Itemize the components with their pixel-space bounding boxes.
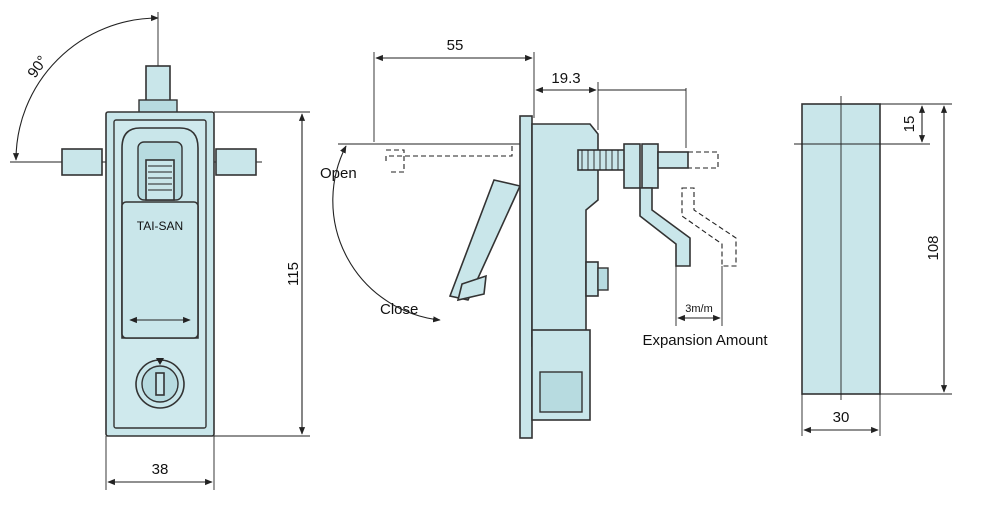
key-indicator-icon bbox=[156, 358, 164, 365]
mounting-flange bbox=[519, 115, 533, 439]
front-view: 90° TAI-SAN bbox=[10, 12, 310, 490]
expansion-label: Expansion Amount bbox=[642, 332, 768, 349]
side-view: 55 19.3 Open Close bbox=[320, 37, 768, 439]
side-nut bbox=[585, 261, 599, 297]
handle-closed bbox=[448, 179, 522, 301]
handle-grip bbox=[121, 201, 199, 339]
latch-grip bbox=[145, 159, 175, 201]
top-label: 15 bbox=[901, 116, 918, 133]
cam-block bbox=[539, 371, 583, 413]
expansion-small-label: 3m/m bbox=[685, 303, 713, 315]
handle-closed-tip bbox=[456, 274, 487, 302]
width-label: 38 bbox=[152, 461, 169, 478]
side-bolt bbox=[597, 267, 609, 291]
end-width-label: 30 bbox=[833, 409, 850, 426]
rotation-arc bbox=[12, 14, 159, 161]
angle-label: 90° bbox=[24, 53, 51, 81]
handle-left bbox=[61, 148, 103, 176]
keyhole-icon bbox=[155, 372, 165, 396]
rod-end bbox=[657, 151, 689, 169]
offset-label: 19.3 bbox=[551, 70, 580, 87]
end-height-label: 108 bbox=[925, 235, 942, 260]
handle-open-tip bbox=[386, 149, 405, 173]
nut-1 bbox=[623, 143, 641, 189]
nut-2 bbox=[641, 143, 659, 189]
brand-label: TAI-SAN bbox=[137, 219, 183, 233]
end-view: 15 108 30 bbox=[794, 96, 952, 436]
height-label: 115 bbox=[285, 262, 302, 286]
handle-up bbox=[145, 65, 171, 105]
threaded-rod bbox=[577, 149, 627, 171]
cam-arm bbox=[639, 187, 691, 267]
open-label: Open bbox=[320, 165, 357, 182]
close-label: Close bbox=[380, 301, 418, 318]
handle-open-outline bbox=[378, 143, 513, 164]
overall-label: 55 bbox=[447, 37, 464, 54]
open-close-arc bbox=[332, 145, 441, 323]
handle-right bbox=[215, 148, 257, 176]
rod-extended-outline bbox=[688, 151, 719, 169]
thread-marks bbox=[581, 150, 619, 170]
cam-arm-expanded bbox=[681, 187, 737, 267]
